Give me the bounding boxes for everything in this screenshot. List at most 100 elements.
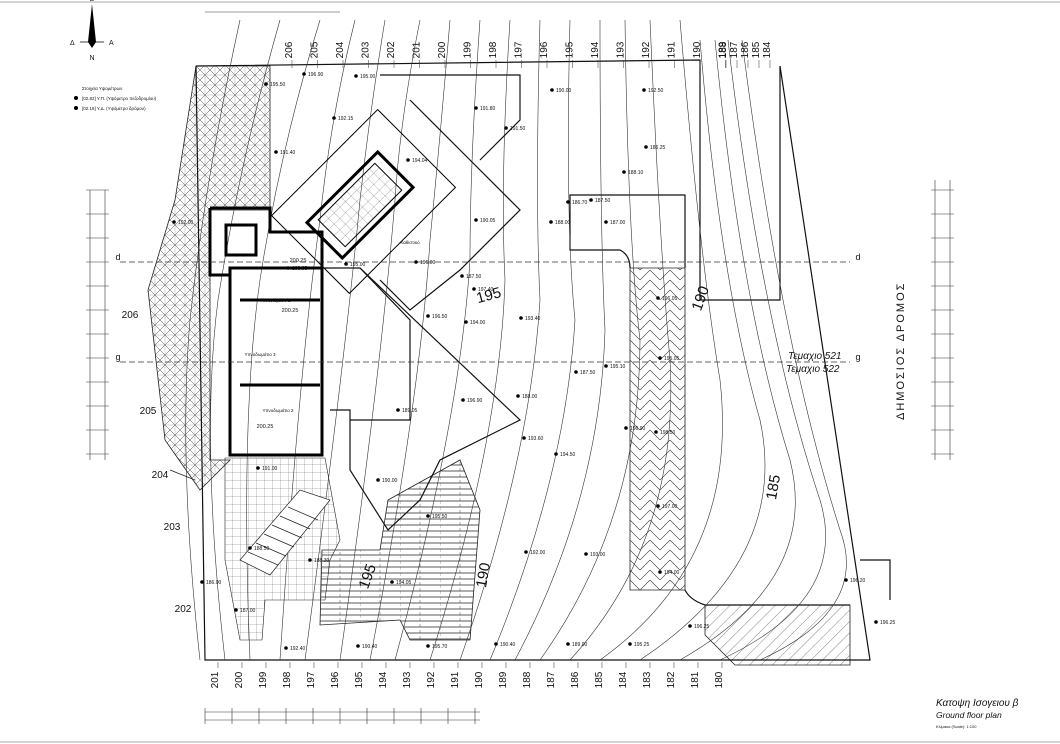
terrace-outlines: [320, 74, 522, 531]
spot-level-marker-icon: [574, 370, 578, 374]
spot-level-marker-icon: [390, 580, 394, 584]
spot-level-marker-icon: [464, 320, 468, 324]
spot-level: 196.90: [630, 426, 646, 432]
spot-level: 187.50: [580, 370, 596, 376]
spot-level-marker-icon: [844, 578, 848, 582]
contour-label: 198: [282, 671, 293, 688]
contour-label: 203: [361, 41, 372, 58]
legend-title: Στοιχεία Υψομέτρων: [82, 85, 123, 91]
spot-level: 187.00: [240, 608, 256, 614]
spot-level: 191.80: [480, 106, 496, 112]
spot-level: 190.00: [382, 478, 398, 484]
spot-level-marker-icon: [656, 504, 660, 508]
title-scale: Κλίμακα (Scale): 1:100: [936, 724, 977, 729]
contour-label: 185: [594, 671, 605, 688]
exterior-stair: [169, 469, 331, 576]
spot-level-marker-icon: [461, 398, 465, 402]
contour-label: 198: [488, 41, 499, 58]
contour-label: 186: [570, 671, 581, 688]
spot-level: 186.00: [206, 580, 222, 586]
contour-label: 199: [463, 41, 474, 58]
spot-level-marker-icon: [584, 552, 588, 556]
north-arrow-icon: [88, 4, 96, 48]
spot-level-marker-icon: [516, 394, 520, 398]
contour-label: 201: [412, 41, 423, 58]
parcel-lower-label: Τεμαχιο 522: [786, 364, 840, 375]
spot-level-marker-icon: [504, 126, 508, 130]
spot-level-marker-icon: [356, 644, 360, 648]
spot-level-marker-icon: [344, 262, 348, 266]
spot-level: 191.40: [280, 150, 296, 156]
spot-level: 188.50: [254, 546, 270, 552]
spot-level: 194.50: [560, 452, 576, 458]
contour-label: 200: [437, 41, 448, 58]
compass-west: Δ: [70, 40, 75, 47]
spot-level-marker-icon: [624, 426, 628, 430]
contour-label: 197: [306, 671, 317, 688]
contour-label: 192: [426, 671, 437, 688]
spot-level-marker-icon: [549, 220, 553, 224]
spot-level: 187.00: [610, 220, 626, 226]
spot-level-marker-icon: [256, 466, 260, 470]
spot-level: 192.40: [290, 646, 306, 652]
spot-level-marker-icon: [264, 82, 268, 86]
spot-level: 193.00: [590, 552, 606, 558]
contour-label: 189: [498, 671, 509, 688]
contour-label: 191: [667, 41, 678, 58]
spot-level-marker-icon: [274, 150, 278, 154]
spot-level-marker-icon: [656, 296, 660, 300]
spot-level: 188.30: [314, 558, 330, 564]
spot-level: 195.50: [270, 82, 286, 88]
legend: Στοιχεία Υψομέτρων [02.82] Y.Π. (Υψόμετρ…: [74, 85, 157, 111]
room-label: Υπνοδωμάτιο 2: [262, 407, 294, 413]
spot-level: 186.70: [572, 200, 588, 206]
spot-level: 189.00: [572, 642, 588, 648]
spot-level: 195.05: [664, 356, 680, 362]
spot-level: 193.40: [525, 316, 541, 322]
compass-south: N: [89, 55, 94, 62]
spot-level: 196.25: [694, 624, 710, 630]
spot-level: 195.00: [350, 262, 366, 268]
legend-marker-icon: [74, 96, 78, 100]
spot-level-marker-icon: [472, 287, 476, 291]
section-marker: g: [855, 352, 860, 362]
contour-label: 186: [740, 41, 751, 58]
spot-level-marker-icon: [589, 198, 593, 202]
spot-level: 192.50: [648, 88, 664, 94]
spot-level-marker-icon: [524, 550, 528, 554]
road-label: ΔΗΜΟΣΙΟΣ ΔΡΟΜΟΣ: [895, 282, 907, 420]
spot-level-marker-icon: [426, 314, 430, 318]
spot-level-marker-icon: [566, 642, 570, 646]
spot-level-marker-icon: [354, 74, 358, 78]
spot-level: 188.00: [555, 220, 571, 226]
contour-label: 180: [714, 671, 725, 688]
contour-label: 184: [762, 41, 773, 58]
spot-level: 196.05: [662, 296, 678, 302]
spot-level-marker-icon: [522, 436, 526, 440]
contour-label: 205: [310, 41, 321, 58]
contour-label: 202: [175, 604, 192, 615]
spot-level-marker-icon: [414, 260, 418, 264]
contour-label: 192: [641, 41, 652, 58]
contour-label: 185: [751, 41, 762, 58]
contour-label: 203: [164, 522, 181, 533]
spot-level-marker-icon: [550, 88, 554, 92]
spot-level: 187.50: [466, 274, 482, 280]
contour-label: 185: [763, 473, 784, 501]
spot-level-marker-icon: [642, 88, 646, 92]
contour-label: 196: [539, 41, 550, 58]
spot-level: 193.60: [528, 436, 544, 442]
spot-level: 189.05: [402, 408, 418, 414]
spot-level: 196.90: [308, 72, 324, 78]
spot-level-marker-icon: [474, 106, 478, 110]
spot-level-marker-icon: [286, 266, 290, 270]
spot-level-marker-icon: [460, 274, 464, 278]
compass-east: A: [109, 40, 114, 47]
spot-level-marker-icon: [308, 558, 312, 562]
spot-level-marker-icon: [566, 200, 570, 204]
spot-level-marker-icon: [688, 624, 692, 628]
parking-hatch: [704, 604, 851, 666]
